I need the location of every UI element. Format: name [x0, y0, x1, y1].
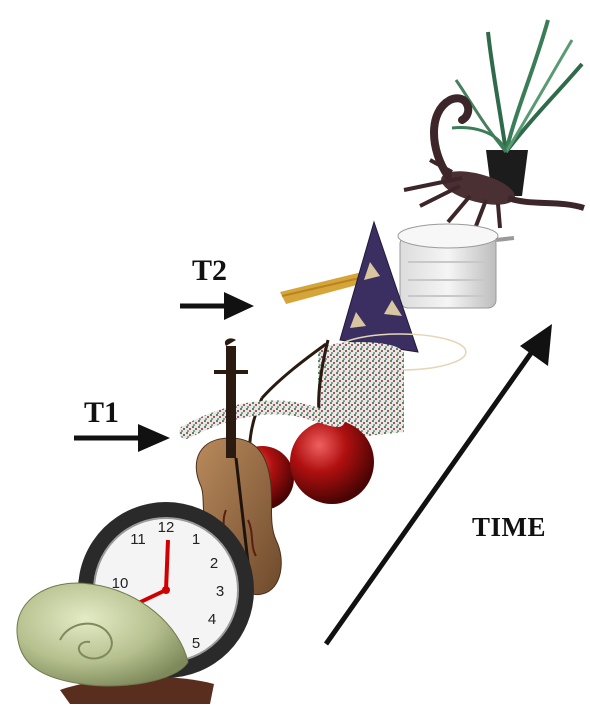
svg-text:3: 3: [216, 583, 224, 600]
svg-text:11: 11: [130, 531, 146, 548]
svg-text:4: 4: [208, 611, 216, 628]
cooking-pot-image: [398, 224, 514, 308]
svg-text:2: 2: [210, 555, 218, 572]
time-label: TIME: [472, 514, 546, 541]
t2-arrow: [180, 292, 254, 320]
svg-text:1: 1: [192, 531, 200, 548]
svg-text:12: 12: [158, 519, 175, 536]
svg-text:5: 5: [192, 635, 200, 652]
t1-label: T1: [84, 398, 119, 428]
t2-label: T2: [192, 256, 227, 286]
